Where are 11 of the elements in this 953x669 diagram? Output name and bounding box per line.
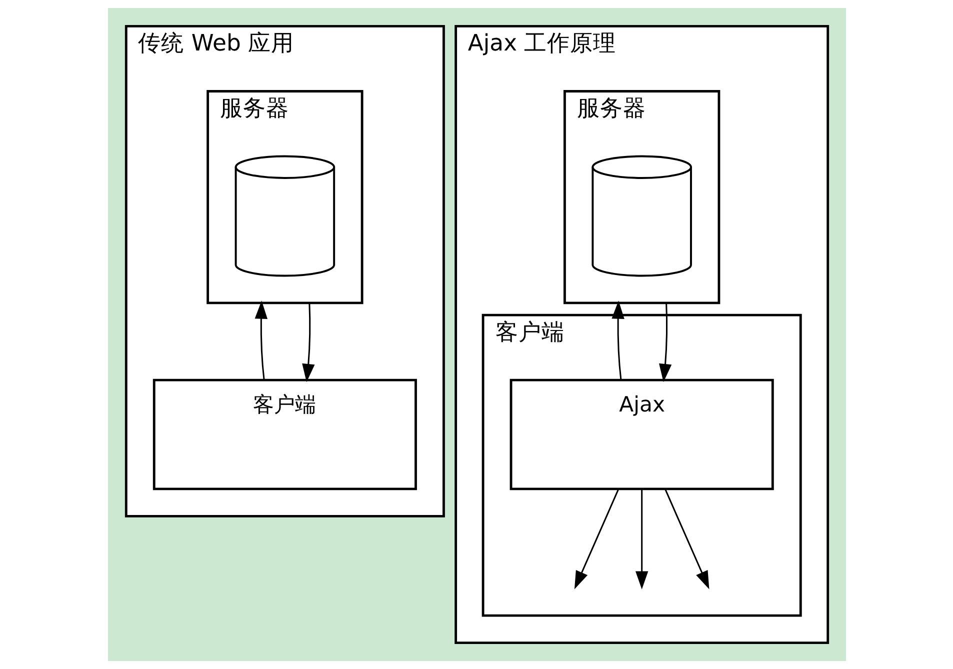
- node-box: 客户端: [152, 378, 416, 490]
- cluster: 服务器: [563, 90, 720, 304]
- arrow: [302, 302, 314, 382]
- arrow: [658, 302, 672, 382]
- node-box: Ajax: [509, 378, 774, 490]
- arrow: [254, 300, 267, 380]
- cluster: 服务器: [206, 90, 363, 304]
- arrow: [574, 489, 619, 590]
- arrow: [664, 489, 709, 590]
- arrow: [634, 489, 648, 590]
- arrow: [611, 300, 624, 380]
